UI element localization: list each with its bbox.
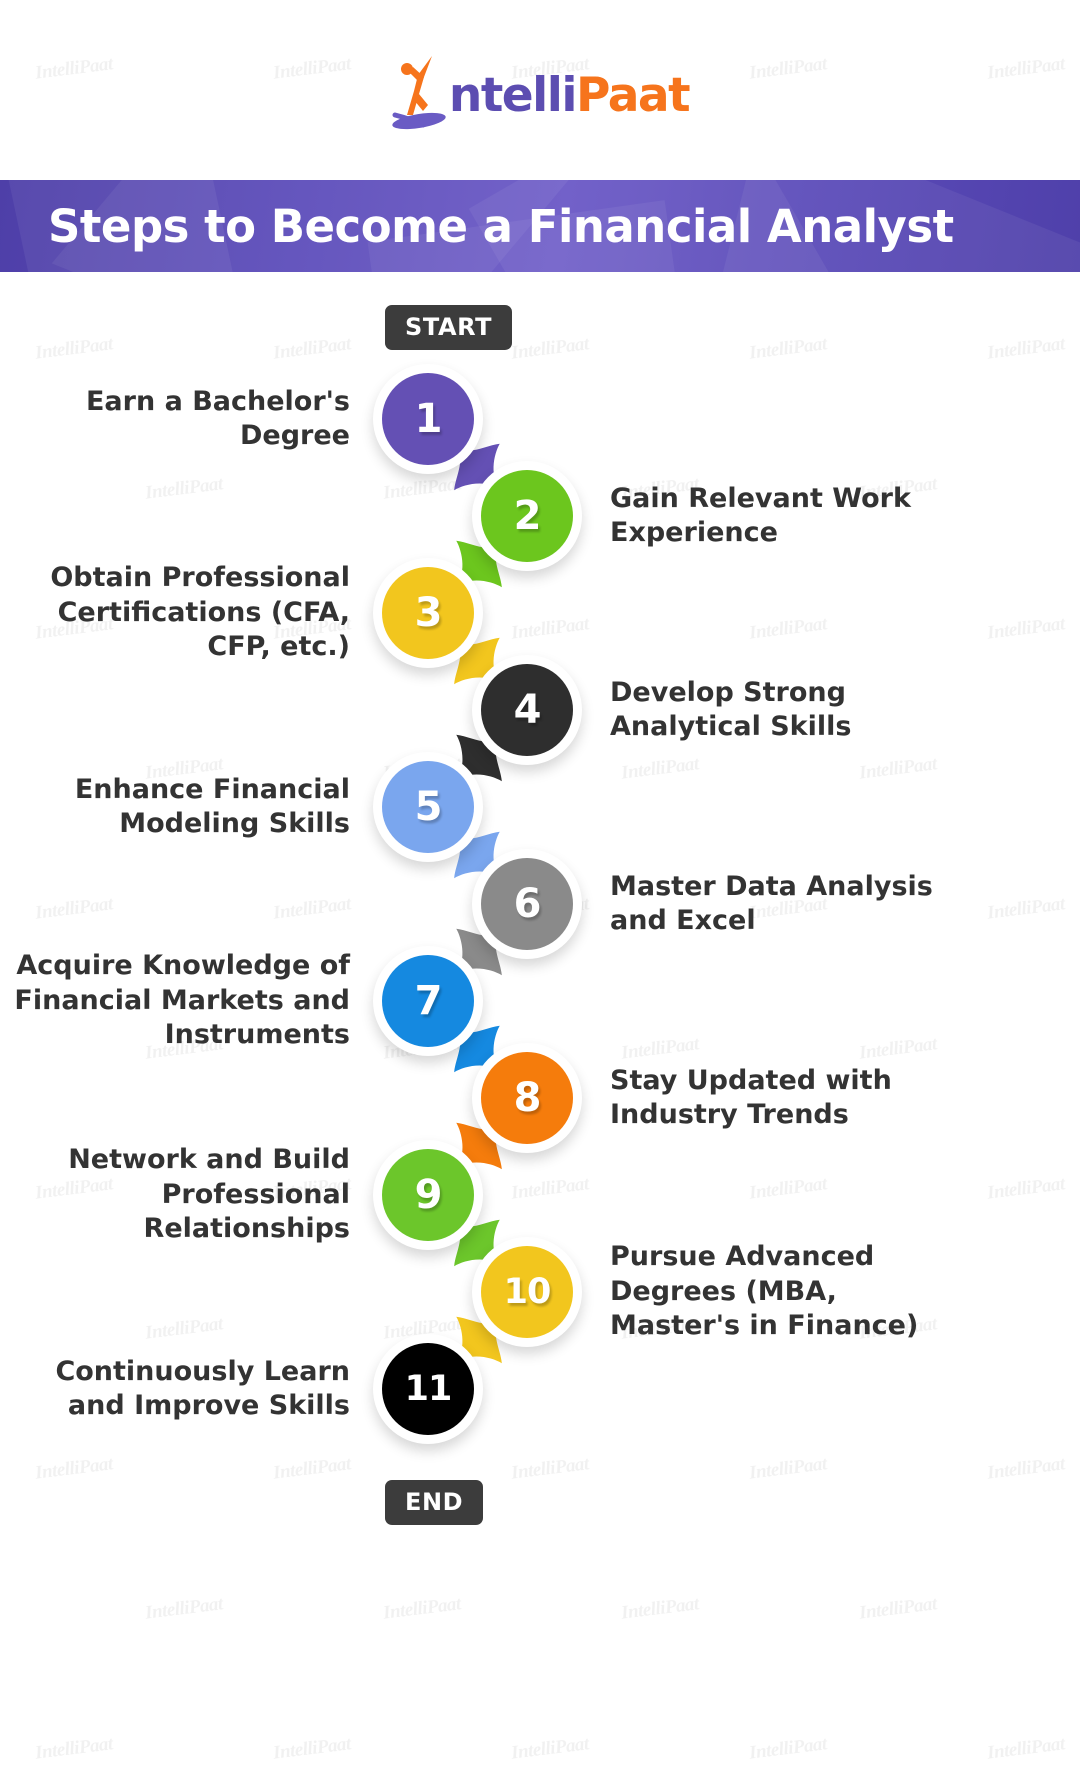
step-label-11: Continuously Learn and Improve Skills	[55, 1355, 350, 1422]
step-node-2[interactable]: 2	[472, 461, 582, 571]
step-number-7: 7	[382, 955, 474, 1047]
start-badge: START	[385, 305, 513, 350]
step-node-8[interactable]: 8	[472, 1043, 582, 1153]
step-number-10: 10	[481, 1246, 573, 1338]
step-label-1: Earn a Bachelor's Degree	[85, 385, 350, 452]
brand-logo: ntelliPaat	[0, 44, 1080, 140]
step-label-5: Enhance Financial Modeling Skills	[74, 773, 350, 840]
step-number-6: 6	[481, 858, 573, 950]
step-number-1: 1	[382, 373, 474, 465]
step-number-5: 5	[382, 761, 474, 853]
step-node-10[interactable]: 10	[472, 1237, 582, 1347]
step-label-2: Gain Relevant Work Experience	[610, 482, 911, 549]
step-number-11: 11	[382, 1343, 474, 1435]
step-label-8: Stay Updated with Industry Trends	[610, 1064, 892, 1131]
step-label-7: Acquire Knowledge of Financial Markets a…	[14, 950, 350, 1051]
step-number-3: 3	[382, 567, 474, 659]
step-node-6[interactable]: 6	[472, 849, 582, 959]
step-number-2: 2	[481, 470, 573, 562]
step-label-6: Master Data Analysis and Excel	[610, 870, 933, 937]
page-title: Steps to Become a Financial Analyst	[48, 199, 954, 253]
logo-text-primary: ntelli	[448, 68, 578, 123]
step-node-1[interactable]: 1	[373, 364, 483, 474]
step-number-4: 4	[481, 664, 573, 756]
logo-text-secondary: Paat	[576, 68, 691, 123]
step-node-5[interactable]: 5	[373, 752, 483, 862]
step-label-10: Pursue Advanced Degrees (MBA, Master's i…	[610, 1241, 919, 1342]
step-label-9: Network and Build Professional Relations…	[68, 1144, 350, 1245]
step-node-7[interactable]: 7	[373, 946, 483, 1056]
intellipaat-figure-icon	[392, 56, 446, 130]
step-node-4[interactable]: 4	[472, 655, 582, 765]
step-node-11[interactable]: 11	[373, 1334, 483, 1444]
end-badge: END	[385, 1480, 484, 1525]
step-number-9: 9	[382, 1149, 474, 1241]
step-label-3: Obtain Professional Certifications (CFA,…	[50, 562, 350, 663]
step-number-8: 8	[481, 1052, 573, 1144]
title-banner: Steps to Become a Financial Analyst	[0, 180, 1080, 272]
step-label-4: Develop Strong Analytical Skills	[610, 676, 852, 743]
step-node-9[interactable]: 9	[373, 1140, 483, 1250]
step-node-3[interactable]: 3	[373, 558, 483, 668]
